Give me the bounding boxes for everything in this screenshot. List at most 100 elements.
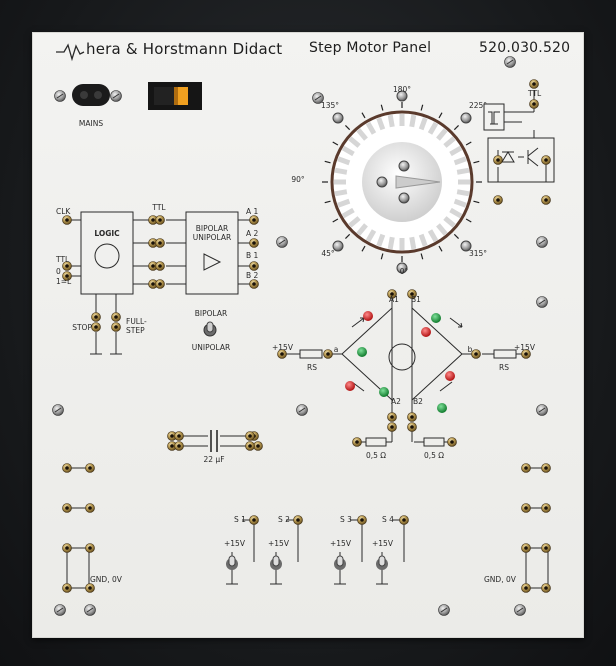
jack-socket[interactable] xyxy=(387,289,397,299)
jack-socket[interactable] xyxy=(148,261,158,271)
brand-name: hera & Horstmann Didact xyxy=(86,40,283,58)
jack-socket[interactable] xyxy=(62,543,72,553)
jack-socket[interactable] xyxy=(155,215,165,225)
jack-socket[interactable] xyxy=(387,412,397,422)
jack-socket[interactable] xyxy=(62,503,72,513)
s4-label: S 4 xyxy=(382,515,394,524)
stop-label: STOP xyxy=(72,323,92,332)
jack-socket[interactable] xyxy=(277,349,287,359)
jack-socket[interactable] xyxy=(407,412,417,422)
s1-toggle[interactable] xyxy=(226,555,238,570)
s2-label: S 2 xyxy=(278,515,290,524)
power-rocker-switch[interactable] xyxy=(148,82,202,110)
mounting-screw xyxy=(54,604,66,616)
bridge-b1-label: B1 xyxy=(411,295,421,304)
jack-socket[interactable] xyxy=(529,99,539,109)
led-red-a1 xyxy=(363,311,373,321)
jack-socket[interactable] xyxy=(357,515,367,525)
jack-socket[interactable] xyxy=(111,322,121,332)
jack-socket[interactable] xyxy=(85,463,95,473)
jack-socket[interactable] xyxy=(387,422,397,432)
panel-title: Step Motor Panel xyxy=(309,40,432,56)
mounting-screw xyxy=(438,604,450,616)
jack-socket[interactable] xyxy=(249,261,259,271)
jack-socket[interactable] xyxy=(493,155,503,165)
jack-socket[interactable] xyxy=(174,441,184,451)
jack-socket[interactable] xyxy=(541,463,551,473)
jack-socket[interactable] xyxy=(249,515,259,525)
jack-socket[interactable] xyxy=(352,437,362,447)
jack-socket[interactable] xyxy=(85,543,95,553)
jack-socket[interactable] xyxy=(493,195,503,205)
ttl-out-label: TTL xyxy=(528,89,542,98)
jack-socket[interactable] xyxy=(245,431,255,441)
s3-toggle[interactable] xyxy=(334,555,346,570)
s3-label: S 3 xyxy=(340,515,352,524)
jack-socket[interactable] xyxy=(253,441,263,451)
mode-zero-label: 0 xyxy=(56,267,61,276)
mounting-screw xyxy=(536,236,548,248)
angle-dial[interactable] xyxy=(322,90,482,274)
jack-socket[interactable] xyxy=(249,279,259,289)
bridge-a2-label: A2 xyxy=(391,397,401,406)
jack-socket[interactable] xyxy=(85,583,95,593)
jack-socket[interactable] xyxy=(174,431,184,441)
jack-socket[interactable] xyxy=(521,543,531,553)
jack-socket[interactable] xyxy=(541,543,551,553)
jack-socket[interactable] xyxy=(249,238,259,248)
jack-socket[interactable] xyxy=(407,289,417,299)
deg-90-label: 90° xyxy=(291,175,305,184)
jack-socket[interactable] xyxy=(521,463,531,473)
jack-socket[interactable] xyxy=(541,195,551,205)
jack-socket[interactable] xyxy=(91,312,101,322)
bridge-b-label: b xyxy=(467,345,473,354)
led-green-a xyxy=(357,347,367,357)
jack-socket[interactable] xyxy=(155,238,165,248)
jack-socket[interactable] xyxy=(293,515,303,525)
jack-socket[interactable] xyxy=(249,215,259,225)
mounting-screw xyxy=(54,90,66,102)
jack-socket[interactable] xyxy=(407,422,417,432)
s4-voltage-label: +15V xyxy=(372,539,393,548)
jack-socket[interactable] xyxy=(521,583,531,593)
jack-socket[interactable] xyxy=(62,463,72,473)
jack-socket[interactable] xyxy=(541,503,551,513)
jack-socket[interactable] xyxy=(91,322,101,332)
bipolar-switch-label: BIPOLAR xyxy=(194,309,228,318)
jack-socket[interactable] xyxy=(245,441,255,451)
mounting-screw xyxy=(504,56,516,68)
v15-right-label: +15V xyxy=(514,343,535,352)
jack-socket[interactable] xyxy=(447,437,457,447)
ttl-in-label: TTL xyxy=(56,255,70,264)
jack-socket[interactable] xyxy=(155,279,165,289)
jack-socket[interactable] xyxy=(521,503,531,513)
bridge-a1-label: A1 xyxy=(389,295,399,304)
deg-135-label: 135° xyxy=(320,101,340,110)
jack-socket[interactable] xyxy=(62,215,72,225)
jack-socket[interactable] xyxy=(111,312,121,322)
step-motor-panel: hera & Horstmann Didact Step Motor Panel… xyxy=(32,32,584,638)
res-left-label: 0,5 Ω xyxy=(365,451,387,460)
jack-socket[interactable] xyxy=(541,155,551,165)
a1-label: A 1 xyxy=(246,207,259,216)
res-right-label: 0,5 Ω xyxy=(423,451,445,460)
bipolar-unipolar-toggle[interactable] xyxy=(203,321,217,337)
jack-socket[interactable] xyxy=(471,349,481,359)
jack-socket[interactable] xyxy=(323,349,333,359)
jack-socket[interactable] xyxy=(62,271,72,281)
capacitor-label: 22 µF xyxy=(203,455,225,464)
mains-socket[interactable] xyxy=(72,84,110,106)
jack-socket[interactable] xyxy=(85,503,95,513)
jack-socket[interactable] xyxy=(62,261,72,271)
s2-toggle[interactable] xyxy=(270,555,282,570)
mounting-screw xyxy=(84,604,96,616)
jack-socket[interactable] xyxy=(62,583,72,593)
jack-socket[interactable] xyxy=(399,515,409,525)
jack-socket[interactable] xyxy=(541,583,551,593)
jack-socket[interactable] xyxy=(521,349,531,359)
gnd-left-label: GND, 0V xyxy=(90,575,122,584)
s4-toggle[interactable] xyxy=(376,555,388,570)
jack-socket[interactable] xyxy=(155,261,165,271)
jack-socket[interactable] xyxy=(529,79,539,89)
clk-label: CLK xyxy=(56,207,71,216)
